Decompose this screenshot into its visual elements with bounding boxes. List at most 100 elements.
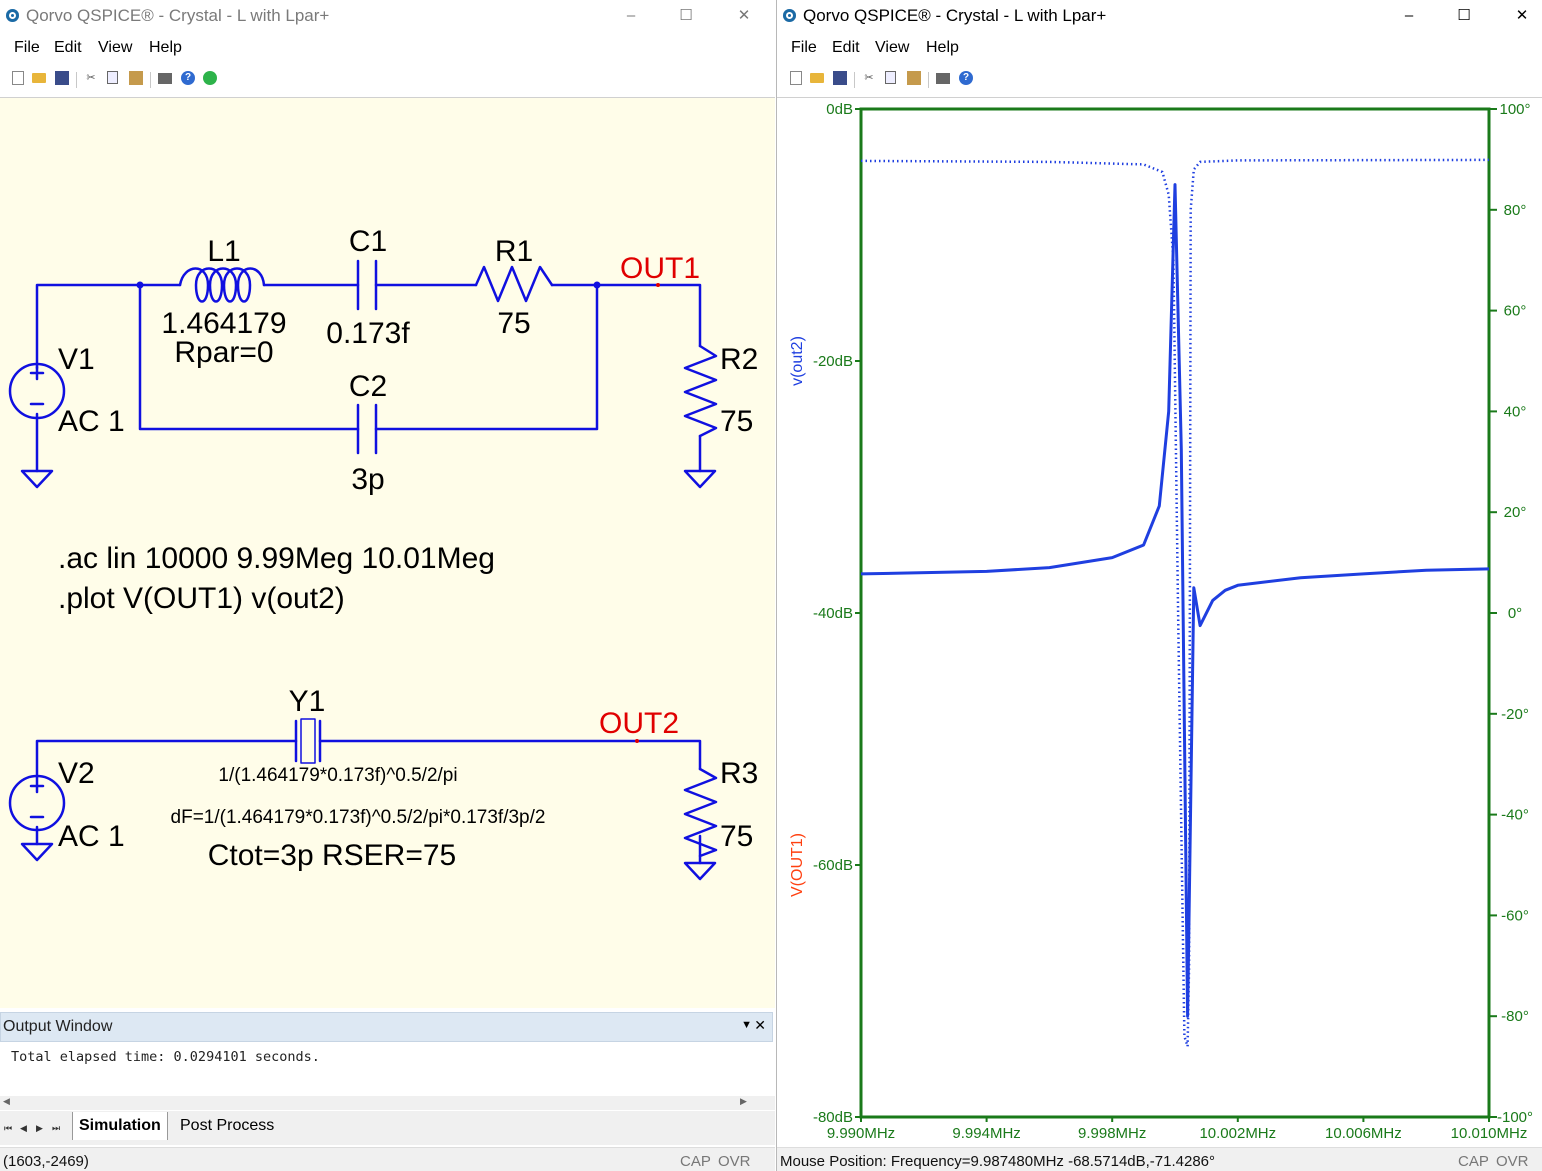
scroll-right-icon[interactable]: ▶ [740, 1096, 747, 1106]
cut-icon[interactable]: ✂ [86, 72, 96, 84]
new-icon[interactable] [12, 71, 24, 85]
junction-dot [136, 281, 144, 289]
tab-post-process[interactable]: Post Process [180, 1117, 275, 1134]
tab-prev-icon[interactable]: ◀ [20, 1123, 27, 1133]
plot-directive[interactable]: .plot V(OUT1) v(out2) [58, 582, 345, 615]
minimize-button[interactable]: – [1404, 7, 1414, 24]
ground-icon [20, 842, 54, 862]
menu-edit[interactable]: Edit [832, 39, 860, 56]
menu-view[interactable]: View [98, 39, 133, 56]
c2-value: 3p [351, 463, 384, 496]
x-tick-label: 10.010MHz [1451, 1125, 1528, 1142]
menu-file[interactable]: File [791, 39, 817, 56]
cursor-coordinates: (1603,-2469) [3, 1153, 89, 1170]
paste-icon[interactable] [129, 71, 143, 85]
paste-icon[interactable] [907, 71, 921, 85]
tab-next-icon[interactable]: ▶ [36, 1123, 43, 1133]
close-icon[interactable]: ✕ [754, 1017, 766, 1033]
menu-help[interactable]: Help [149, 39, 182, 56]
print-icon[interactable] [936, 73, 950, 84]
resistor-r2[interactable] [683, 344, 718, 438]
menu-edit[interactable]: Edit [54, 39, 82, 56]
v1-value: AC 1 [58, 405, 125, 438]
r2-name: R2 [720, 343, 758, 376]
schematic-window: Qorvo QSPICE® - Crystal - L with Lpar+ –… [0, 6, 775, 1171]
l1-rpar: Rpar=0 [174, 336, 273, 369]
tab-bar: ⏮ ◀ ▶ ⏭ Simulation Post Process [0, 1111, 775, 1145]
r1-value: 75 [497, 307, 530, 340]
horizontal-scrollbar[interactable]: ◀ ▶ [0, 1096, 775, 1110]
y-right-tick-label: 60° [1504, 303, 1527, 320]
menu-view[interactable]: View [875, 39, 910, 56]
net-label-out1: OUT1 [620, 252, 700, 285]
voltage-source-v2[interactable] [8, 774, 66, 832]
status-bar: Mouse Position: Frequency=9.987480MHz -6… [777, 1147, 1542, 1171]
new-icon[interactable] [790, 71, 802, 85]
resistor-r1[interactable] [474, 265, 554, 303]
x-tick-label: 9.994MHz [952, 1125, 1020, 1142]
tab-last-icon[interactable]: ⏭ [52, 1123, 61, 1133]
open-icon[interactable] [32, 73, 46, 83]
crystal-y1[interactable] [294, 718, 322, 764]
overwrite-indicator: OVR [1496, 1153, 1529, 1170]
trace-v-out2-phase[interactable] [860, 158, 1490, 1048]
ground-icon [20, 469, 54, 489]
help-icon[interactable]: ? [959, 71, 973, 85]
toolbar: ✂ ? [777, 66, 1542, 92]
wire [35, 739, 702, 865]
y1-frequency-expr: 1/(1.464179*0.173f)^0.5/2/pi [218, 765, 457, 786]
menu-help[interactable]: Help [926, 39, 959, 56]
r3-name: R3 [720, 757, 758, 790]
x-tick-label: 9.990MHz [827, 1125, 895, 1142]
minimize-button[interactable]: – [626, 7, 636, 24]
run-icon[interactable] [203, 71, 217, 85]
trace-label-out2[interactable]: v(out2) [789, 336, 806, 386]
print-icon[interactable] [158, 73, 172, 84]
close-button[interactable]: ✕ [737, 7, 751, 24]
chevron-down-icon[interactable]: ▼ [741, 1019, 752, 1031]
schematic-canvas[interactable]: OUT1 OUT2 V1 AC 1 L1 1.464179 Rpar=0 C1 … [0, 97, 775, 1008]
l1-value: 1.464179 [161, 307, 286, 340]
help-icon[interactable]: ? [181, 71, 195, 85]
qspice-logo-icon [783, 9, 796, 22]
y-right-tick-label: -80° [1501, 1008, 1529, 1025]
scroll-left-icon[interactable]: ◀ [3, 1096, 10, 1106]
c1-value: 0.173f [326, 317, 410, 350]
net-dot [656, 283, 660, 287]
voltage-source-v1[interactable] [8, 362, 66, 420]
maximize-button[interactable]: ☐ [1457, 7, 1471, 24]
inductor-l1[interactable] [178, 267, 266, 303]
ac-directive[interactable]: .ac lin 10000 9.99Meg 10.01Meg [58, 542, 495, 575]
open-icon[interactable] [810, 73, 824, 83]
v2-value: AC 1 [58, 820, 125, 853]
waveform-window: Qorvo QSPICE® - Crystal - L with Lpar+ –… [776, 0, 1542, 1171]
qspice-logo-icon [6, 9, 19, 22]
save-icon[interactable] [55, 71, 69, 85]
capacitor-c2[interactable] [356, 403, 378, 455]
copy-icon[interactable] [885, 71, 896, 84]
capacitor-c1[interactable] [356, 259, 378, 311]
cut-icon[interactable]: ✂ [864, 72, 874, 84]
tab-first-icon[interactable]: ⏮ [4, 1123, 13, 1133]
trace-v-out2-magnitude[interactable] [860, 183, 1490, 1018]
maximize-button[interactable]: ☐ [679, 7, 693, 24]
l1-name: L1 [207, 235, 240, 268]
x-tick-label: 9.998MHz [1078, 1125, 1146, 1142]
toolbar-separator [928, 72, 929, 88]
ground-icon [683, 469, 717, 489]
r1-name: R1 [495, 235, 533, 268]
close-button[interactable]: ✕ [1515, 7, 1529, 24]
x-tick-label: 10.006MHz [1325, 1125, 1402, 1142]
overwrite-indicator: OVR [718, 1153, 751, 1170]
resistor-r3[interactable] [683, 767, 718, 858]
copy-icon[interactable] [107, 71, 118, 84]
trace-label-out1[interactable]: V(OUT1) [789, 833, 806, 897]
menu-file[interactable]: File [14, 39, 40, 56]
y-right-tick-label: -60° [1501, 907, 1529, 924]
y-left-tick-label: -80dB [813, 1109, 853, 1126]
tab-simulation[interactable]: Simulation [72, 1112, 168, 1140]
save-icon[interactable] [833, 71, 847, 85]
toolbar-separator [150, 72, 151, 88]
junction-dot [593, 281, 601, 289]
